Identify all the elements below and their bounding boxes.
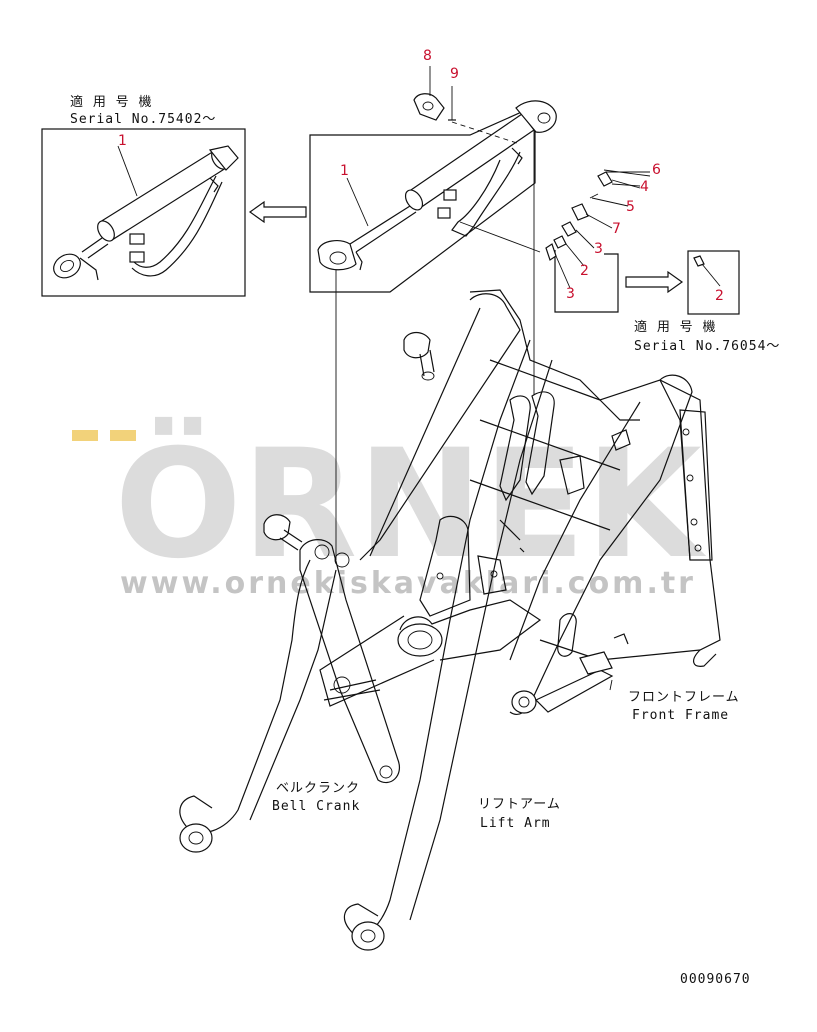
front-frame-jp: フロントフレーム — [628, 690, 740, 705]
front-frame-label: Front Frame — [632, 708, 729, 723]
bell-crank-jp: ベルクランク — [276, 781, 360, 796]
lift-arm-jp: リフトアーム — [478, 797, 561, 812]
part-7 — [571, 203, 589, 221]
inset-cylinder-drawing — [53, 145, 239, 281]
bell-crank-label: Bell Crank — [272, 799, 360, 814]
inset-serial-75402: 1 適 用 号 機 Serial No.75402～ — [41, 94, 246, 297]
assembly-labels: フロントフレーム Front Frame ベルクランク Bell Crank リ… — [272, 690, 751, 987]
watermark-url: www.ornekiskavaklari.com.tr — [120, 566, 696, 601]
main-cylinder-panel: 1 — [309, 100, 557, 293]
watermark-accent-right — [110, 430, 136, 441]
watermark-accent-left — [72, 430, 98, 441]
callout-1-inset: 1 — [118, 133, 127, 149]
callout-6: 6 — [652, 162, 661, 178]
callout-8: 8 — [423, 48, 432, 64]
inset-frame-right — [687, 250, 740, 315]
serial-left-jp: 適 用 号 機 — [70, 94, 152, 110]
inset-frame-left — [41, 128, 246, 297]
fitting-frame — [554, 250, 619, 313]
watermark: ÖRNEK www.ornekiskavaklari.com.tr — [72, 416, 706, 601]
callout-1-main: 1 — [340, 163, 349, 179]
inset-serial-76054: 2 適 用 号 機 Serial No.76054～ — [634, 250, 780, 354]
main-cylinder-drawing — [317, 100, 557, 271]
serial-left: Serial No.75402～ — [70, 112, 216, 127]
pin-and-bolt: 8 9 — [413, 48, 521, 145]
callout-2: 2 — [580, 263, 589, 279]
arrow-left-icon — [248, 200, 307, 224]
callout-2-inset: 2 — [715, 288, 724, 304]
panel-frame — [309, 105, 536, 293]
loader-assembly-drawing — [179, 130, 721, 951]
part-4 — [597, 171, 613, 187]
callout-7: 7 — [612, 221, 621, 237]
part-2 — [553, 235, 567, 249]
arrow-right-icon — [625, 270, 684, 294]
callout-4: 4 — [640, 179, 649, 195]
watermark-brand: ÖRNEK — [114, 416, 706, 592]
callout-3-upper: 3 — [594, 241, 603, 257]
lift-arm-label: Lift Arm — [480, 816, 551, 831]
leader-main-1 — [346, 177, 369, 227]
callout-3-lower: 3 — [566, 286, 575, 302]
serial-right: Serial No.76054～ — [634, 339, 780, 354]
leader-inset-1 — [117, 145, 138, 197]
grease-fitting-group: 6 4 5 7 3 2 3 — [459, 162, 661, 313]
serial-right-jp: 適 用 号 機 — [634, 319, 716, 335]
drawing-number: 00090670 — [680, 972, 751, 987]
part-3-upper — [561, 221, 577, 237]
callout-5: 5 — [626, 199, 635, 215]
part-3-lower — [545, 243, 557, 261]
callout-9: 9 — [450, 66, 459, 82]
pin-part-8 — [413, 93, 445, 121]
